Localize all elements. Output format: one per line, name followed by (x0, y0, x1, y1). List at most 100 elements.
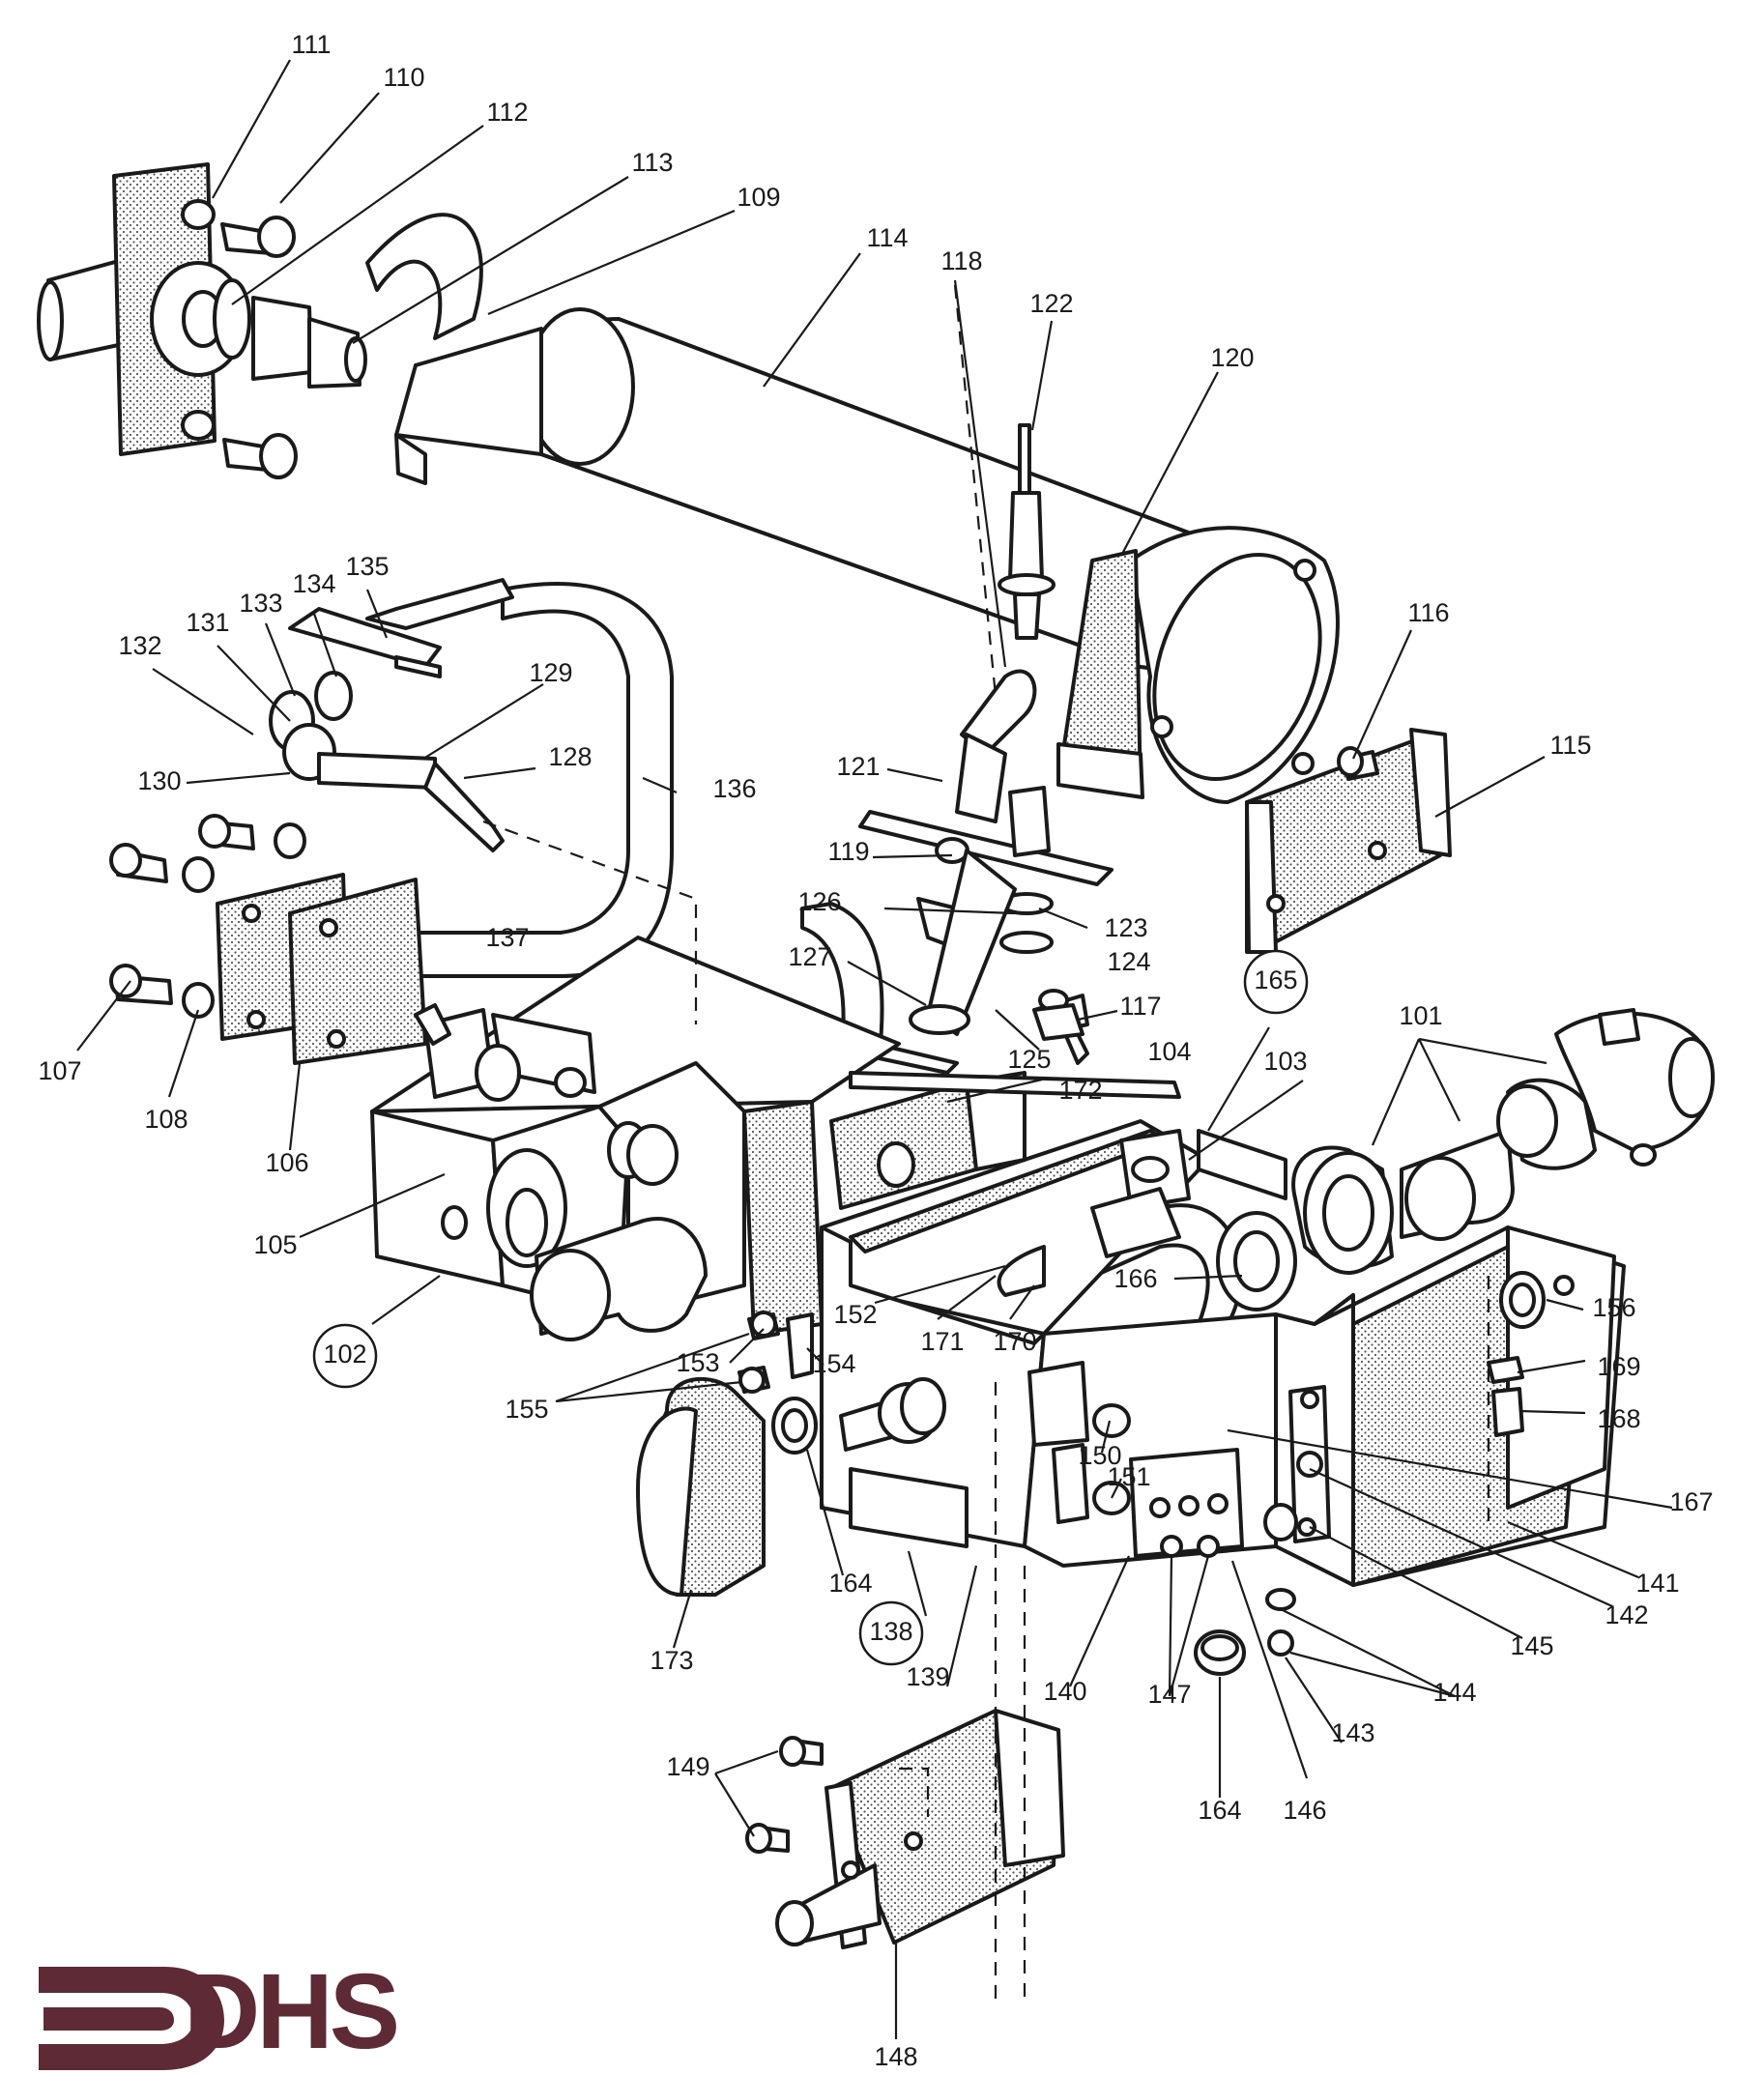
callout-c165: 165 (1243, 949, 1309, 1015)
callout-c141: 141 (1635, 1569, 1679, 1598)
callout-c114: 114 (866, 223, 908, 252)
callout-label-c109: 109 (737, 183, 780, 212)
dhs-logo-mark-icon (39, 1967, 224, 2070)
callout-c137: 137 (485, 923, 529, 952)
callout-label-c164a: 164 (828, 1569, 872, 1598)
callout-label-c112: 112 (486, 98, 528, 127)
callout-c138: 138 (858, 1600, 924, 1666)
callout-c170: 170 (993, 1327, 1036, 1356)
callout-c146: 146 (1283, 1796, 1326, 1825)
callout-c118: 118 (940, 246, 982, 275)
dhs-logo-text: DHS (184, 1952, 397, 2071)
callout-c105: 105 (253, 1230, 297, 1259)
callout-label-c123: 123 (1104, 913, 1147, 942)
callout-label-c145: 145 (1510, 1631, 1553, 1660)
callout-label-c117: 117 (1119, 992, 1161, 1021)
mounting-bracket-115 (1245, 728, 1452, 954)
callout-label-c130: 130 (137, 766, 181, 795)
callout-ring-c138 (858, 1600, 924, 1666)
lower-bracket-148 (745, 1709, 1065, 1949)
callout-c108: 108 (144, 1105, 188, 1134)
callout-label-c154: 154 (812, 1349, 855, 1378)
callout-c103: 103 (1263, 1047, 1307, 1076)
callout-c171: 171 (920, 1327, 964, 1356)
callout-c139: 139 (906, 1662, 949, 1691)
callout-label-c140: 140 (1043, 1677, 1086, 1706)
callout-label-c150: 150 (1078, 1441, 1121, 1470)
callout-label-c108: 108 (144, 1105, 188, 1134)
callout-label-c166: 166 (1113, 1264, 1157, 1293)
callout-label-c172: 172 (1058, 1076, 1102, 1105)
callout-c133: 133 (239, 589, 282, 618)
callout-c104: 104 (1147, 1037, 1191, 1066)
callout-label-c151: 151 (1107, 1462, 1150, 1491)
callout-c111: 111 (291, 30, 331, 59)
callout-label-c170: 170 (993, 1327, 1036, 1356)
callout-c131: 131 (186, 608, 229, 637)
callout-c142: 142 (1605, 1600, 1648, 1629)
callout-c156: 156 (1592, 1293, 1635, 1322)
callout-c106: 106 (265, 1148, 308, 1177)
callout-label-c129: 129 (529, 658, 572, 687)
callout-c145: 145 (1510, 1631, 1553, 1660)
callout-c117: 117 (1119, 992, 1161, 1021)
callout-label-c131: 131 (186, 608, 229, 637)
callout-c164a: 164 (828, 1569, 872, 1598)
callout-c119: 119 (827, 837, 869, 866)
callout-c144: 144 (1432, 1678, 1476, 1707)
leader-lines (76, 59, 1673, 2039)
callout-label-c133: 133 (239, 589, 282, 618)
callout-label-c136: 136 (712, 774, 756, 803)
callout-label-c138: 138 (869, 1617, 912, 1646)
callout-c128: 128 (548, 742, 592, 771)
callout-c110: 110 (383, 63, 424, 92)
callout-label-c128: 128 (548, 742, 592, 771)
callout-label-c164b: 164 (1198, 1796, 1241, 1825)
callout-c107: 107 (38, 1056, 81, 1085)
callout-label-c126: 126 (797, 887, 841, 916)
callout-c126: 126 (797, 887, 841, 916)
callout-c135: 135 (345, 552, 389, 581)
callout-c167: 167 (1669, 1487, 1713, 1516)
callout-c127: 127 (788, 942, 831, 971)
callout-c154: 154 (812, 1349, 855, 1378)
callout-label-c153: 153 (676, 1348, 719, 1377)
callout-label-c167: 167 (1669, 1487, 1713, 1516)
callout-c109: 109 (737, 183, 780, 212)
callout-label-c137: 137 (485, 923, 529, 952)
callout-c140: 140 (1043, 1677, 1086, 1706)
alignment-lines (482, 284, 1490, 2001)
callout-c168: 168 (1597, 1404, 1640, 1433)
callout-label-c119: 119 (827, 837, 869, 866)
callout-label-c124: 124 (1107, 947, 1150, 976)
gas-valve-body (370, 936, 901, 1341)
callout-label-c148: 148 (874, 2042, 917, 2071)
callout-c116: 116 (1407, 598, 1449, 627)
callout-c172: 172 (1058, 1076, 1102, 1105)
callout-label-c118: 118 (940, 246, 982, 275)
callout-c129: 129 (529, 658, 572, 687)
callout-label-c173: 173 (650, 1646, 693, 1675)
callout-c130: 130 (137, 766, 181, 795)
callout-c122: 122 (1029, 289, 1073, 318)
callout-c112: 112 (486, 98, 528, 127)
callout-label-c110: 110 (383, 63, 424, 92)
callout-c115: 115 (1549, 731, 1591, 760)
callout-label-c156: 156 (1592, 1293, 1635, 1322)
callout-label-c114: 114 (866, 223, 908, 252)
callout-label-c101: 101 (1399, 1001, 1442, 1030)
callout-label-c122: 122 (1029, 289, 1073, 318)
callout-label-c103: 103 (1263, 1047, 1307, 1076)
callout-label-c120: 120 (1210, 343, 1254, 372)
callout-c136: 136 (712, 774, 756, 803)
callout-ring-c102 (312, 1323, 378, 1389)
callout-label-c139: 139 (906, 1662, 949, 1691)
burner-tube (394, 307, 1340, 804)
callout-c125: 125 (1007, 1045, 1051, 1074)
callout-c113: 113 (631, 148, 673, 177)
callout-c153: 153 (676, 1348, 719, 1377)
callout-label-c132: 132 (118, 631, 161, 660)
callout-label-c104: 104 (1147, 1037, 1191, 1066)
